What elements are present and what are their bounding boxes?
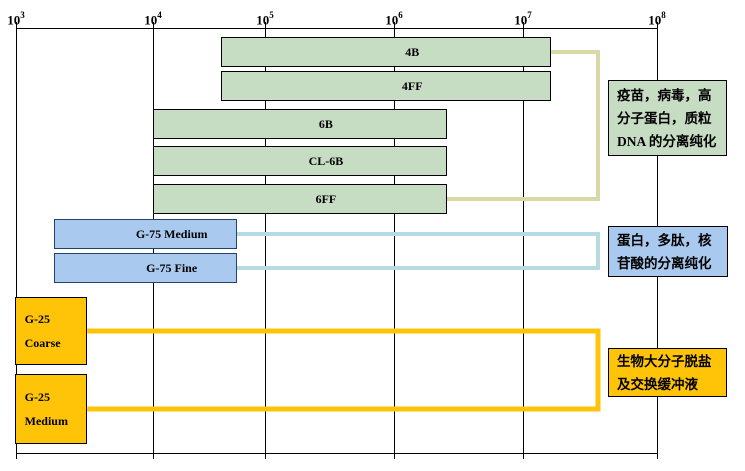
x-axis-bottom-tick [265, 453, 266, 459]
x-axis-top-tick [394, 21, 395, 29]
x-axis-bottom-tick [523, 453, 524, 459]
gridline-10e7 [523, 28, 524, 454]
connector-yellow [87, 328, 601, 412]
annotation-text: DNA 的分离纯化 [617, 133, 717, 149]
annotation-vaccine-virus-plasmid: 疫苗，病毒，高 分子蛋白，质粒 DNA 的分离纯化 [608, 80, 727, 156]
x-axis-top-tick [153, 21, 154, 29]
bar-6ff: 6FF [153, 184, 447, 214]
x-axis-bottom-tick [394, 453, 395, 459]
x-axis-label-10e6: 106 [385, 10, 403, 28]
x-axis-label-10e5: 105 [256, 10, 274, 28]
bar-label: 4FF [401, 78, 423, 93]
bar-label: 6B [318, 116, 333, 131]
bar-label: G-25 [24, 311, 50, 326]
bar-4ff: 4FF [221, 71, 552, 101]
x-axis-top-tick [523, 21, 524, 29]
x-axis-bottom-tick [657, 453, 658, 459]
annotation-text: 分子蛋白，质粒 [617, 110, 712, 126]
x-axis-bottom-tick [16, 453, 17, 459]
bar-6b: 6B [153, 109, 447, 139]
bar-4b: 4B [221, 37, 552, 67]
bar-label: G-25 [24, 389, 50, 404]
bar-g-75-fine: G-75 Fine [54, 253, 237, 283]
annotation-text: 疫苗，病毒，高 [617, 87, 712, 103]
bar-g-25-medium: G-25 Medium [14, 374, 88, 444]
bar-cl-6b: CL-6B [153, 146, 447, 176]
annotation-desalting-buffer-exchange: 生物大分子脱盐 及交换缓冲液 [608, 348, 727, 397]
annotation-text: 蛋白，多肽，核 [617, 232, 712, 248]
x-axis-top-tick [16, 21, 17, 29]
bar-label: CL-6B [308, 153, 344, 168]
x-axis-label-10e3: 103 [7, 10, 25, 28]
x-axis-bottom-tick [153, 453, 154, 459]
x-axis-top-tick [657, 21, 658, 29]
bar-label: G-75 Fine [146, 260, 198, 275]
bar-label: Medium [24, 413, 68, 428]
bar-label: 4B [405, 44, 420, 59]
connector-green [446, 50, 600, 201]
bar-g-25-coarse: G-25 Coarse [14, 297, 88, 365]
annotation-text: 生物大分子脱盐 [617, 353, 712, 369]
annotation-protein-peptide: 蛋白，多肽，核 苷酸的分离纯化 [608, 226, 728, 277]
x-axis-top-tick [265, 21, 266, 29]
gridline-10e5 [265, 28, 266, 454]
x-axis-label-10e8: 108 [648, 10, 666, 28]
annotation-text: 苷酸的分离纯化 [617, 255, 712, 271]
x-axis-label-10e4: 104 [144, 10, 162, 28]
connector-blue [237, 232, 600, 270]
bar-label: Coarse [24, 335, 61, 350]
plot-top-border [16, 27, 658, 30]
bar-g-75-medium: G-75 Medium [54, 219, 237, 249]
annotation-text: 及交换缓冲液 [617, 376, 698, 392]
x-axis-label-10e7: 107 [514, 10, 532, 28]
plot-bottom-border [16, 452, 658, 455]
gridline-10e3 [16, 28, 17, 454]
bar-label: 6FF [315, 191, 337, 206]
gridline-10e6 [394, 28, 395, 454]
bar-label: G-75 Medium [135, 226, 208, 241]
